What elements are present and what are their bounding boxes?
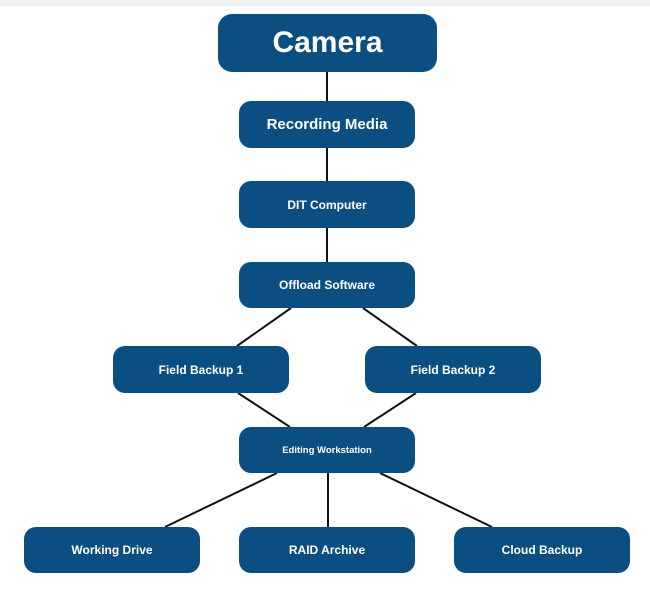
node-cloud-backup: Cloud Backup <box>454 527 630 573</box>
edge-field-backup-2-editing-workstation <box>363 392 417 428</box>
node-label: DIT Computer <box>287 197 367 212</box>
edge-editing-workstation-cloud-backup <box>379 472 493 528</box>
edge-editing-workstation-working-drive <box>164 472 278 528</box>
node-label: Offload Software <box>278 278 375 292</box>
node-label: Editing Workstation <box>282 444 372 456</box>
node-label: Field Backup 1 <box>158 362 244 377</box>
edge-offload-software-field-backup-2 <box>362 307 418 347</box>
node-field-backup-2: Field Backup 2 <box>365 346 541 393</box>
node-field-backup-1: Field Backup 1 <box>113 346 289 393</box>
node-offload-software: Offload Software <box>239 262 415 308</box>
node-label: Field Backup 2 <box>410 362 496 377</box>
node-recording-media: Recording Media <box>239 101 415 148</box>
node-camera: Camera <box>218 14 437 72</box>
node-label: RAID Archive <box>288 543 366 557</box>
node-label: Cloud Backup <box>501 543 583 557</box>
edge-field-backup-1-editing-workstation <box>237 392 291 428</box>
edge-offload-software-field-backup-1 <box>236 307 292 347</box>
node-editing-workstation: Editing Workstation <box>239 427 415 473</box>
node-label: Recording Media <box>266 116 388 133</box>
node-label: Camera <box>272 26 383 59</box>
top-strip <box>0 0 650 6</box>
node-raid-archive: RAID Archive <box>239 527 415 573</box>
node-working-drive: Working Drive <box>24 527 200 573</box>
node-label: Working Drive <box>71 543 153 557</box>
node-dit-computer: DIT Computer <box>239 181 415 228</box>
